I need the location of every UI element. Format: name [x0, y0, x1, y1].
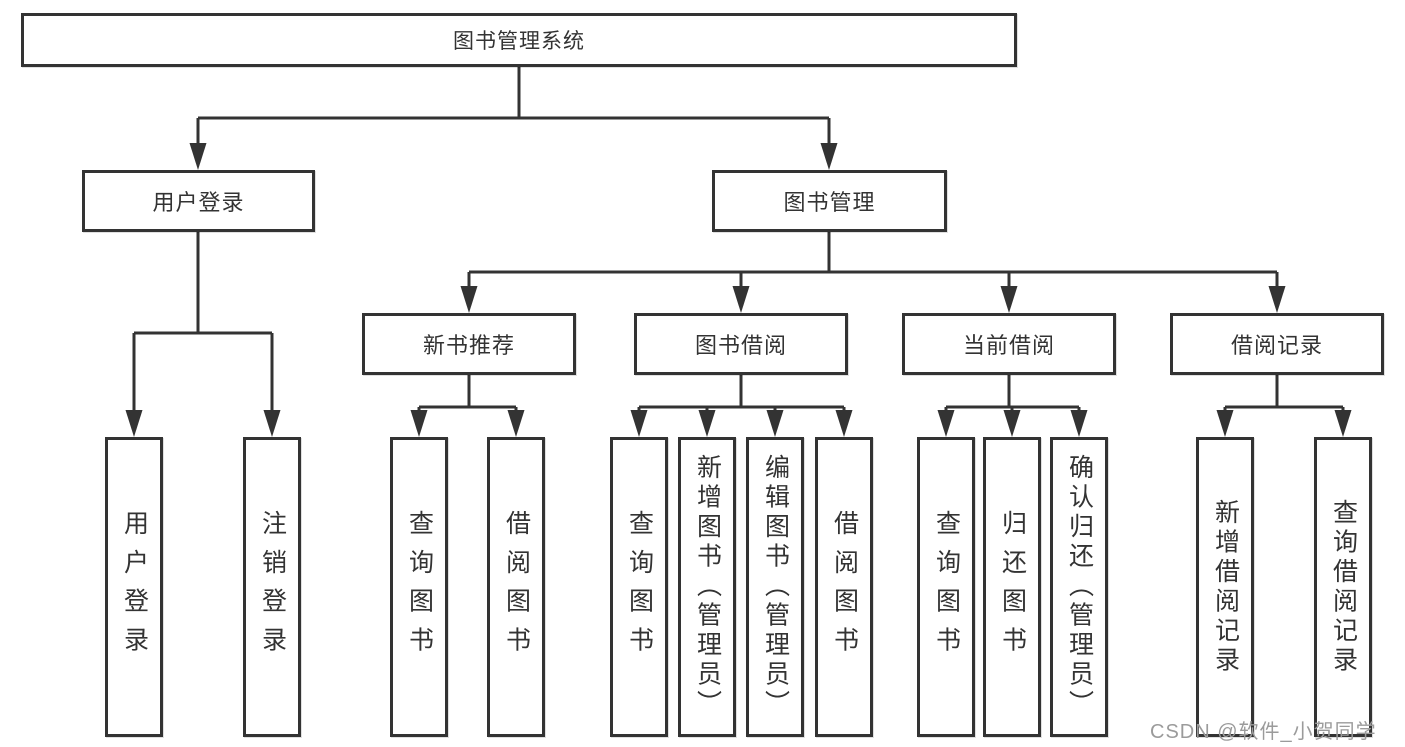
node-label: 借阅记录 — [1230, 333, 1323, 358]
connector-borrow-record-to-leaves — [1216, 375, 1352, 437]
leaf-user-login: 用户登录 — [105, 437, 163, 737]
connector-book-borrow-to-leaves — [630, 375, 853, 437]
connector-new-book-to-leaves — [410, 375, 525, 437]
node-label: 注销登录 — [258, 509, 287, 665]
connector-root-to-level2 — [189, 67, 838, 170]
csdn-watermark: CSDN @软件_小贺同学 — [1150, 721, 1377, 743]
leaf-edit-books-admin: 编辑图书（管理员） — [746, 437, 804, 737]
node-label: 借阅图书 — [502, 509, 531, 665]
leaf-query-borrow-record: 查询借阅记录 — [1314, 437, 1372, 737]
leaf-return-books: 归还图书 — [983, 437, 1041, 737]
node-current-borrowing: 当前借阅 — [902, 313, 1116, 375]
node-label: 新增图书（管理员） — [693, 454, 722, 720]
leaf-add-books-admin: 新增图书（管理员） — [678, 437, 736, 737]
node-label: 查询图书 — [405, 509, 434, 665]
node-label: 确认归还（管理员） — [1065, 454, 1094, 720]
leaf-query-books-borrowing: 查询图书 — [610, 437, 668, 737]
leaf-borrow-books-borrowing: 借阅图书 — [815, 437, 873, 737]
connector-user-login-to-leaves — [125, 232, 281, 437]
node-label: 借阅图书 — [830, 509, 859, 665]
node-label: 图书借阅 — [694, 333, 787, 358]
node-label: 用户登录 — [120, 509, 149, 665]
node-label: 编辑图书（管理员） — [761, 454, 790, 720]
node-new-book-recommendation: 新书推荐 — [362, 313, 576, 375]
node-label: 用户登录 — [152, 190, 245, 215]
leaf-borrow-books-recommend: 借阅图书 — [487, 437, 545, 737]
node-label: 当前借阅 — [962, 333, 1055, 358]
node-borrowing-records: 借阅记录 — [1170, 313, 1384, 375]
leaf-add-borrow-record: 新增借阅记录 — [1196, 437, 1254, 737]
leaf-confirm-return-admin: 确认归还（管理员） — [1050, 437, 1108, 737]
node-label: 图书管理系统 — [453, 30, 585, 53]
leaf-logout: 注销登录 — [243, 437, 301, 737]
node-label: 新增借阅记录 — [1211, 498, 1240, 676]
node-label: 新书推荐 — [422, 333, 515, 358]
node-library-management-system: 图书管理系统 — [21, 13, 1017, 67]
node-label: 查询图书 — [932, 509, 961, 665]
leaf-query-books-current: 查询图书 — [917, 437, 975, 737]
node-book-borrowing: 图书借阅 — [634, 313, 848, 375]
node-label: 查询借阅记录 — [1329, 498, 1358, 676]
node-user-login: 用户登录 — [82, 170, 315, 232]
node-label: 图书管理 — [783, 190, 876, 215]
node-label: 查询图书 — [625, 509, 654, 665]
node-book-management: 图书管理 — [712, 170, 947, 232]
node-label: 归还图书 — [998, 509, 1027, 665]
connector-current-borrow-to-leaves — [937, 375, 1088, 437]
connector-book-mgmt-to-level3 — [460, 232, 1286, 313]
leaf-query-books-recommend: 查询图书 — [390, 437, 448, 737]
